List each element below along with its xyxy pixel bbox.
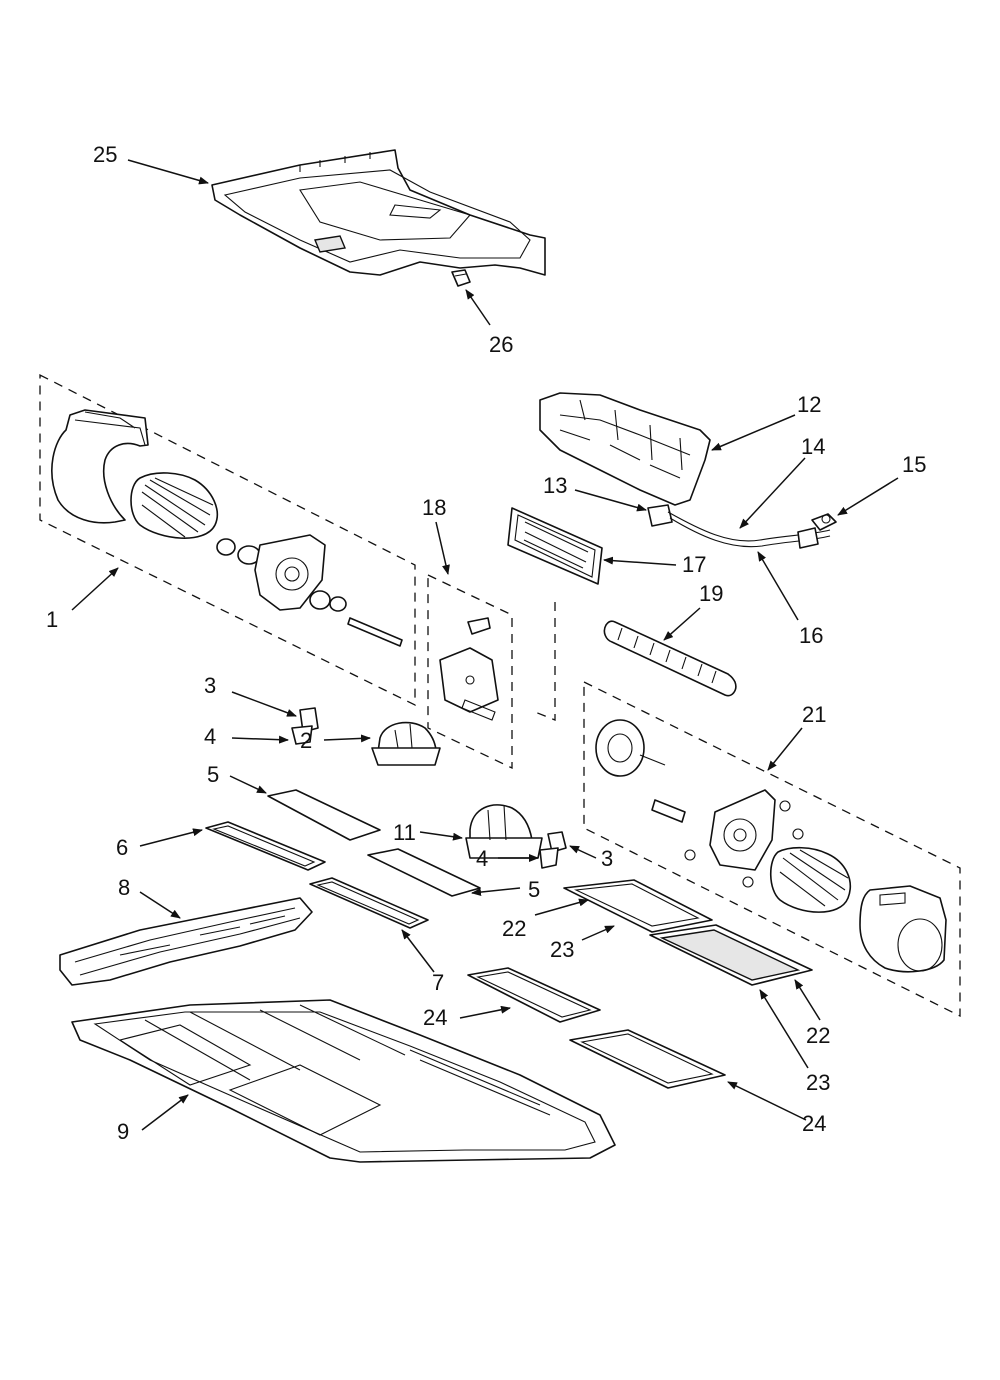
callout-labels: 25 26 12 14 15 13 18 17 19 16 1 3 4 2 21… bbox=[46, 142, 926, 1144]
callout-5a: 5 bbox=[207, 762, 219, 787]
leader-18 bbox=[435, 521, 450, 575]
leader-15 bbox=[837, 477, 899, 516]
part-9-bottom-panel bbox=[71, 999, 616, 1163]
part-25-top-panel bbox=[211, 149, 546, 276]
assembly-1-boundary bbox=[39, 373, 416, 707]
part-6-frame-left bbox=[205, 821, 326, 871]
callout-25: 25 bbox=[93, 142, 117, 167]
assembly-21-boundary bbox=[583, 680, 961, 1018]
leader-24a bbox=[459, 1005, 511, 1019]
leader-8 bbox=[139, 891, 181, 919]
callout-21: 21 bbox=[802, 702, 826, 727]
leader-24b bbox=[727, 1081, 807, 1121]
leader-1 bbox=[71, 567, 119, 611]
callout-2: 2 bbox=[300, 728, 312, 753]
divider-dash-line bbox=[534, 602, 556, 721]
leader-16 bbox=[757, 551, 799, 621]
leader-23b bbox=[759, 989, 809, 1069]
leader-5b bbox=[471, 887, 521, 897]
callout-12: 12 bbox=[797, 392, 821, 417]
leader-3b bbox=[569, 845, 597, 859]
part-3-4-bulb-socket-right bbox=[539, 831, 567, 869]
part-26-clip bbox=[451, 269, 471, 287]
leader-14 bbox=[739, 457, 806, 529]
callout-24a: 24 bbox=[423, 1005, 447, 1030]
part-8-grease-filter-rail bbox=[59, 897, 313, 986]
leader-11 bbox=[419, 831, 463, 841]
callout-4b: 4 bbox=[476, 846, 488, 871]
leader-7 bbox=[401, 929, 435, 973]
callout-1: 1 bbox=[46, 607, 58, 632]
part-17-filter-screen bbox=[507, 507, 603, 585]
leader-23a bbox=[581, 925, 615, 941]
leader-5a bbox=[229, 775, 267, 794]
part-22-23-filter-left bbox=[563, 879, 713, 933]
callout-4a: 4 bbox=[204, 724, 216, 749]
callout-3b: 3 bbox=[601, 846, 613, 871]
assembly-18-boundary bbox=[427, 573, 513, 770]
part-14-wire-harness bbox=[647, 504, 831, 549]
callout-6: 6 bbox=[116, 835, 128, 860]
callout-22a: 22 bbox=[502, 916, 526, 941]
part-2-light-lens-cover bbox=[371, 721, 441, 766]
leader-4a bbox=[231, 735, 289, 744]
leader-12 bbox=[711, 414, 796, 451]
part-5-glass-panel-right bbox=[367, 848, 481, 897]
leader-9 bbox=[141, 1094, 189, 1131]
callout-3a: 3 bbox=[204, 673, 216, 698]
callout-7: 7 bbox=[432, 970, 444, 995]
part-12-control-housing bbox=[539, 392, 711, 506]
leader-25 bbox=[127, 159, 209, 185]
part-18-mount-bracket bbox=[439, 617, 499, 721]
callout-14: 14 bbox=[801, 434, 825, 459]
callout-23a: 23 bbox=[550, 937, 574, 962]
callout-16: 16 bbox=[799, 623, 823, 648]
leader-22a bbox=[534, 898, 589, 916]
callout-13: 13 bbox=[543, 473, 567, 498]
part-24-charcoal-filter-frame-right bbox=[569, 1029, 726, 1089]
part-15-connector bbox=[811, 513, 837, 531]
callout-11: 11 bbox=[393, 820, 416, 845]
callout-24b: 24 bbox=[802, 1111, 826, 1136]
callout-17: 17 bbox=[682, 552, 706, 577]
leader-2 bbox=[323, 734, 371, 743]
leader-lines bbox=[71, 159, 899, 1131]
leader-13 bbox=[574, 489, 647, 512]
part-1-blower-assembly bbox=[51, 409, 403, 647]
leader-26 bbox=[465, 289, 491, 326]
callout-15: 15 bbox=[902, 452, 926, 477]
leader-6 bbox=[139, 828, 203, 847]
leader-21 bbox=[767, 727, 803, 771]
callout-9: 9 bbox=[117, 1119, 129, 1144]
part-24-charcoal-filter-frame-left bbox=[467, 967, 601, 1023]
part-21-blower-assembly bbox=[595, 719, 947, 973]
leader-19 bbox=[663, 607, 701, 641]
leader-17 bbox=[603, 556, 677, 566]
part-7-frame-right bbox=[309, 877, 429, 929]
callout-23b: 23 bbox=[806, 1070, 830, 1095]
callout-18: 18 bbox=[422, 495, 446, 520]
part-22-23-filter-right bbox=[649, 924, 813, 986]
callout-8: 8 bbox=[118, 875, 130, 900]
callout-26: 26 bbox=[489, 332, 513, 357]
callout-22b: 22 bbox=[806, 1023, 830, 1048]
callout-19: 19 bbox=[699, 581, 723, 606]
part-5-glass-panel-left bbox=[267, 789, 381, 841]
part-19-heater-element bbox=[603, 620, 737, 697]
leader-22b bbox=[794, 979, 821, 1021]
part-3-4-bulb-socket-left bbox=[291, 707, 319, 745]
leader-3a bbox=[231, 691, 297, 717]
callout-5b: 5 bbox=[528, 877, 540, 902]
